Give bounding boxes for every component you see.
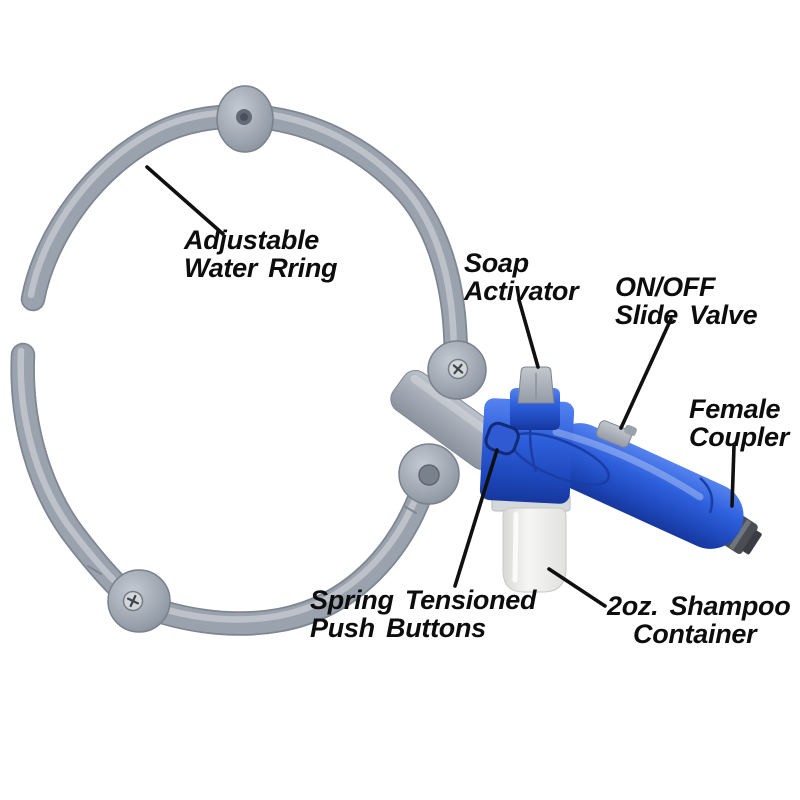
barrel-highlight (552, 428, 704, 501)
label-line: Coupler (689, 422, 789, 452)
label-shampoo-container: 2oz. Shampoo Container (607, 591, 791, 649)
label-line: Container (633, 619, 757, 649)
label-line: Push Buttons (310, 613, 486, 643)
screw-icon (122, 590, 144, 612)
label-line: Female (689, 394, 781, 424)
label-water-ring: Adjustable Water Rring (184, 225, 338, 283)
ring-seam (87, 565, 102, 575)
top-pivot (216, 85, 274, 153)
soap-activator-knob (517, 366, 555, 404)
leader-coupler (730, 444, 736, 508)
soap-activator (510, 366, 560, 430)
label-line: 2oz. Shampoo (607, 591, 791, 621)
label-line: Water Rring (184, 253, 338, 283)
slide-valve (595, 420, 637, 448)
leader-push-button (453, 448, 499, 588)
muzzle-panel-line (699, 477, 714, 514)
water-ring (21, 112, 456, 624)
label-line: Slide Valve (615, 300, 758, 330)
label-soap-activator: Soap Activator (464, 248, 579, 306)
screw-icon (447, 358, 469, 380)
ring-seam (403, 505, 417, 514)
label-line: Spring Tensioned (310, 585, 537, 615)
label-push-buttons: Spring Tensioned Push Buttons (310, 585, 537, 643)
label-female-coupler: Female Coupler (689, 395, 789, 451)
label-line: Adjustable (184, 225, 320, 255)
leader-lines (145, 165, 736, 608)
label-slide-valve: ON/OFF Slide Valve (615, 272, 758, 330)
handle-barrel (546, 423, 744, 549)
label-line: ON/OFF (615, 272, 716, 302)
lower-hub-pivot (398, 443, 460, 505)
label-line: Soap (464, 248, 529, 278)
leader-slide-valve (619, 317, 673, 430)
bottom-pivot (107, 569, 171, 633)
upper-hub-pivot (427, 340, 487, 400)
pivot-hole (418, 464, 440, 486)
leader-container (547, 567, 607, 608)
leader-soap (517, 298, 540, 369)
leader-water-ring (145, 165, 225, 236)
label-line: Activator (464, 276, 579, 306)
